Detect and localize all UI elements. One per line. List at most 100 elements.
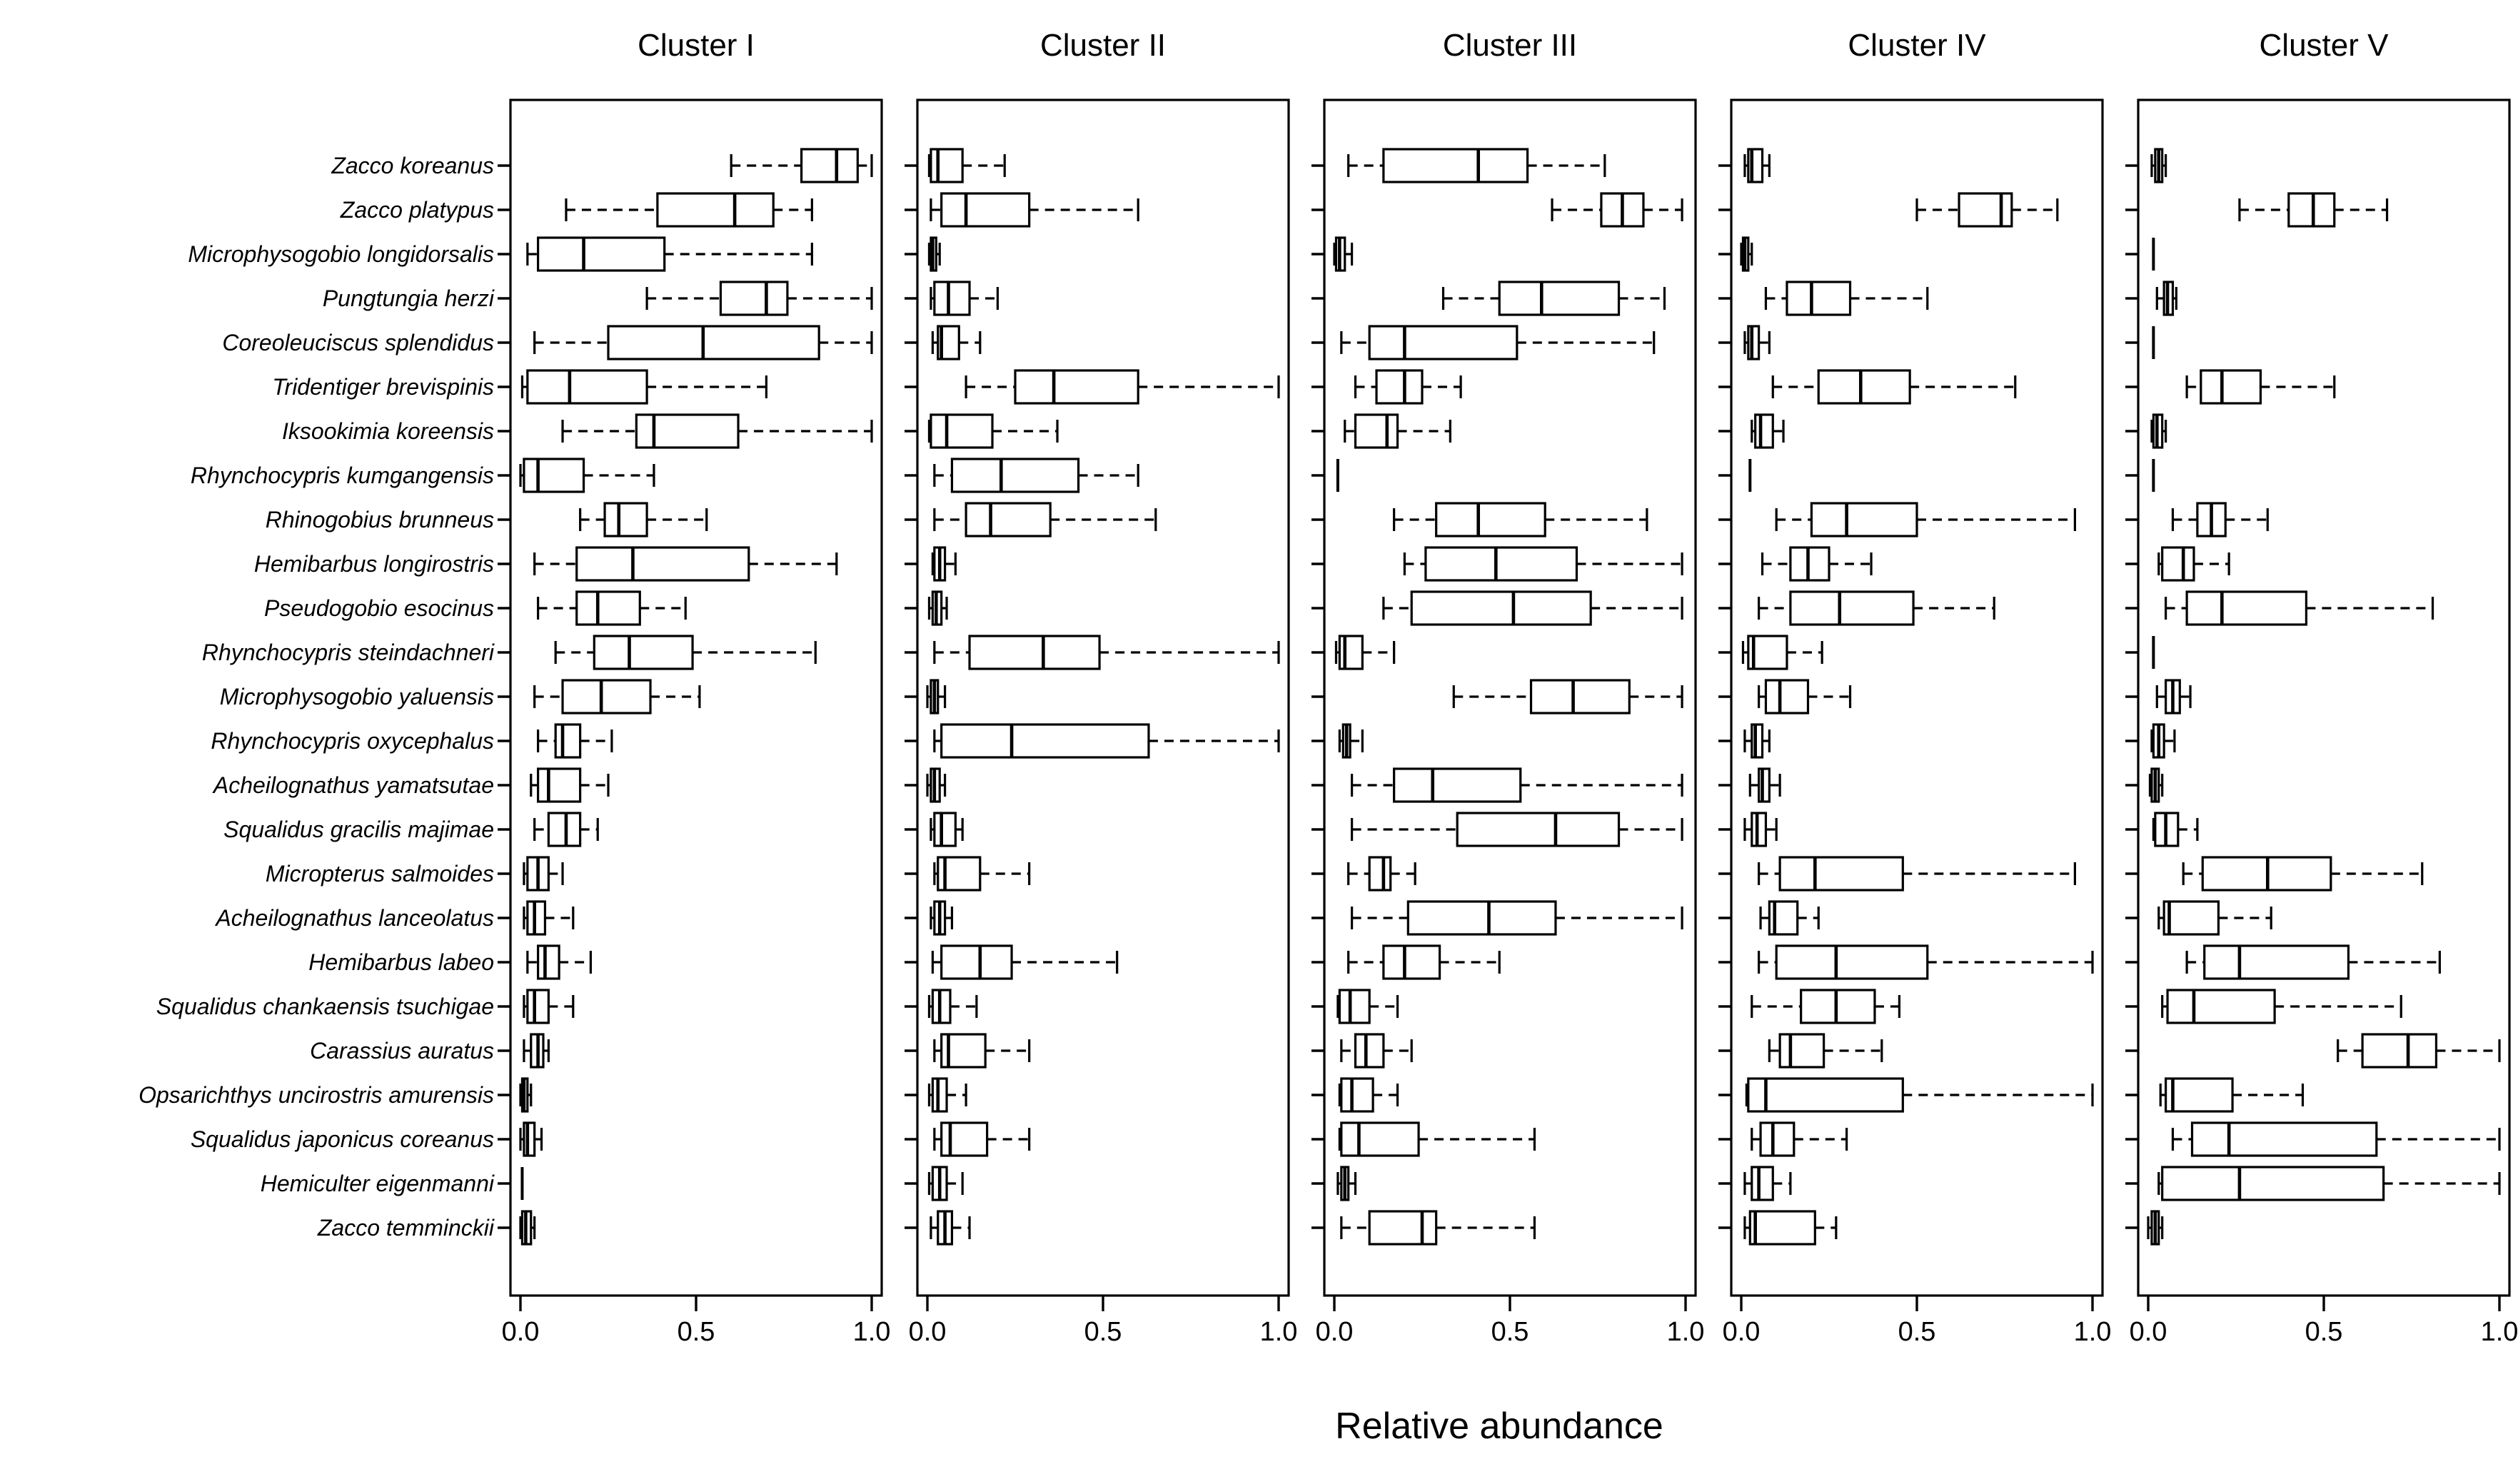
iqr-box xyxy=(1810,502,1918,537)
iqr-box xyxy=(1406,900,1557,936)
panel-frame xyxy=(916,99,1290,1297)
boxplot xyxy=(1743,812,1778,847)
boxplot xyxy=(1758,679,1852,715)
iqr-box xyxy=(1748,1210,1816,1246)
boxplot xyxy=(930,812,964,847)
boxplot xyxy=(1743,325,1771,360)
boxplot xyxy=(519,1077,533,1113)
boxplot xyxy=(1441,281,1666,316)
species-label: Opsarichthys uncirostris amurensis xyxy=(139,1082,494,1108)
boxplot xyxy=(1382,590,1683,626)
boxplot xyxy=(2171,1121,2501,1157)
boxplot xyxy=(1347,856,1416,892)
boxplot xyxy=(1761,546,1873,582)
boxplot xyxy=(1452,679,1683,715)
boxplot xyxy=(1775,502,2076,537)
x-tick-label: 1.0 xyxy=(2481,1317,2518,1347)
iqr-box xyxy=(1382,148,1529,183)
boxplot xyxy=(930,900,954,936)
boxplot xyxy=(933,723,1280,759)
iqr-box xyxy=(523,1121,536,1157)
panel-title: Cluster I xyxy=(638,28,755,63)
boxplot xyxy=(2150,413,2167,449)
iqr-box xyxy=(940,944,1013,980)
panel-title: Cluster II xyxy=(1040,28,1166,63)
x-tick-label: 1.0 xyxy=(1667,1317,1705,1347)
iqr-box xyxy=(2203,944,2350,980)
boxplot xyxy=(927,1166,964,1201)
species-label: Rhinogobius brunneus xyxy=(266,507,494,532)
boxplot xyxy=(533,812,599,847)
boxplot xyxy=(1336,1166,1357,1201)
species-label: Rhynchocypris kumgangensis xyxy=(191,463,494,488)
boxplot xyxy=(2157,900,2272,936)
boxplot xyxy=(2238,192,2389,228)
iqr-box xyxy=(1368,1210,1438,1246)
iqr-box xyxy=(930,413,994,449)
boxplot xyxy=(2155,281,2177,316)
x-tick-label: 1.0 xyxy=(1260,1317,1298,1347)
boxplot xyxy=(1751,989,1900,1024)
species-label: Squalidus japonicus coreanus xyxy=(191,1126,494,1152)
iqr-box xyxy=(1789,546,1830,582)
species-label: Rhynchocypris steindachneri xyxy=(202,640,495,665)
boxplot xyxy=(2161,989,2402,1024)
species-label: Iksookimia koreensis xyxy=(282,418,494,444)
iqr-box xyxy=(1817,369,1911,405)
boxplot xyxy=(1743,148,1771,183)
x-tick-label: 0.0 xyxy=(1723,1317,1761,1347)
iqr-box xyxy=(1340,1077,1374,1113)
iqr-box xyxy=(931,989,952,1024)
iqr-box xyxy=(593,635,694,670)
boxplot xyxy=(1333,236,1354,272)
boxplot xyxy=(1740,236,1753,272)
iqr-box xyxy=(2162,900,2220,936)
boxplot xyxy=(933,1121,1031,1157)
boxplot xyxy=(1743,723,1771,759)
boxplot xyxy=(533,546,838,582)
boxplot xyxy=(519,1121,543,1157)
iqr-box xyxy=(1759,1121,1796,1157)
boxplot xyxy=(933,635,1280,670)
boxplot xyxy=(1759,900,1820,936)
boxplot xyxy=(1403,546,1683,582)
boxplot xyxy=(536,723,613,759)
iqr-box xyxy=(1529,679,1631,715)
iqr-box xyxy=(1354,1033,1385,1069)
iqr-box xyxy=(2361,1033,2438,1069)
iqr-box xyxy=(1786,281,1852,316)
iqr-box xyxy=(933,281,971,316)
iqr-box xyxy=(1338,635,1364,670)
boxplot xyxy=(1751,413,1785,449)
boxplot xyxy=(1344,413,1451,449)
boxplot xyxy=(579,502,708,537)
boxplot xyxy=(523,900,575,936)
x-tick-label: 0.5 xyxy=(2305,1317,2343,1347)
species-label: Pungtungia herzi xyxy=(323,286,495,311)
boxplot xyxy=(1551,192,1683,228)
iqr-box xyxy=(2185,590,2308,626)
boxplot xyxy=(2157,546,2230,582)
boxplot xyxy=(927,148,1006,183)
iqr-box xyxy=(2200,369,2262,405)
boxplot xyxy=(930,192,1139,228)
boxplot xyxy=(1340,325,1656,360)
species-label: Hemiculter eigenmanni xyxy=(261,1171,495,1196)
iqr-box xyxy=(1800,989,1876,1024)
iqr-box xyxy=(1368,856,1392,892)
boxplot xyxy=(1758,944,2094,980)
iqr-box xyxy=(575,590,641,626)
boxplot xyxy=(1350,767,1683,803)
boxplot xyxy=(1764,281,1929,316)
iqr-box xyxy=(2287,192,2336,228)
x-tick-label: 1.0 xyxy=(2074,1317,2112,1347)
iqr-box xyxy=(1338,989,1371,1024)
iqr-box xyxy=(1751,723,1764,759)
boxplot xyxy=(2159,1077,2305,1113)
iqr-box xyxy=(635,413,740,449)
boxplot xyxy=(933,1033,1031,1069)
